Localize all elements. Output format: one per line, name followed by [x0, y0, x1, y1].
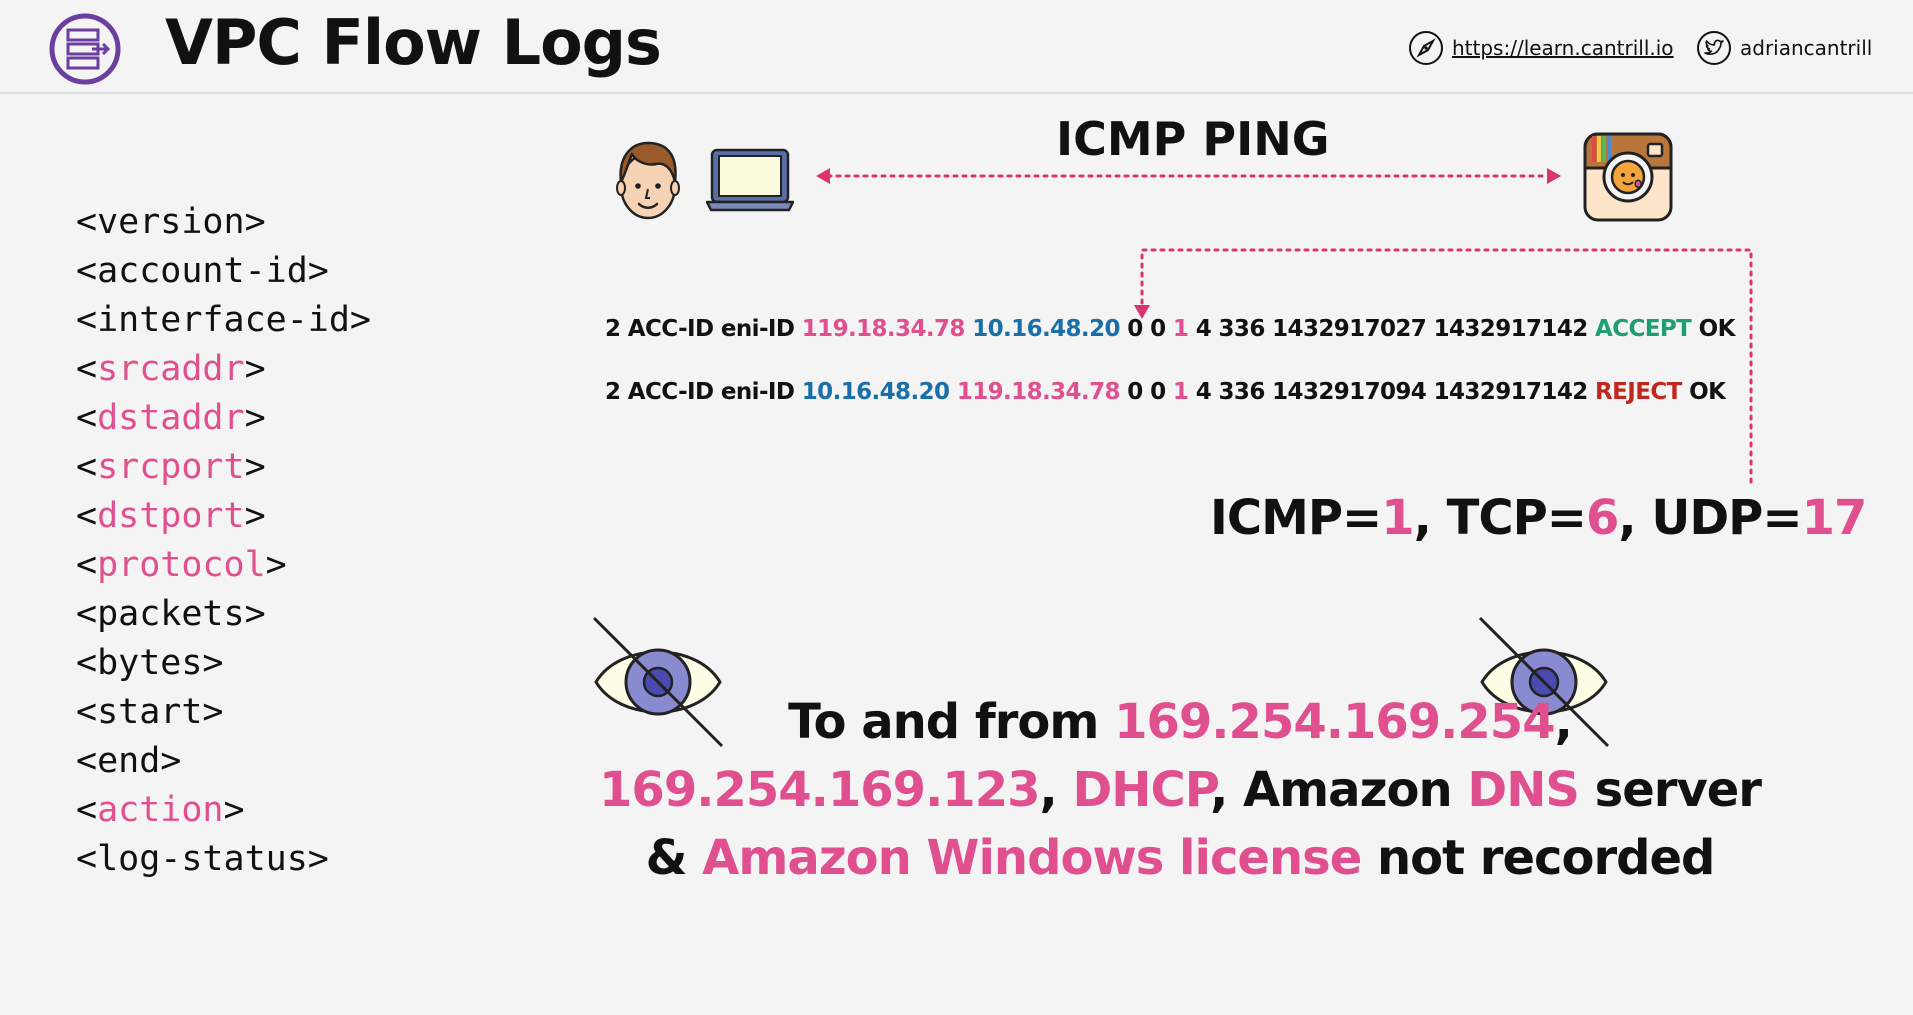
log-line-accept: 2 ACC-ID eni-ID 119.18.34.78 10.16.48.20… [605, 316, 1735, 342]
page-title: VPC Flow Logs [165, 6, 662, 79]
site-link-label[interactable]: https://learn.cantrill.io [1452, 36, 1674, 60]
field-srcaddr: <srcaddr> [76, 349, 266, 389]
log-status: OK [1681, 379, 1726, 405]
field-srcport: <srcport> [76, 447, 266, 487]
vpc-flow-logs-logo-icon [49, 13, 121, 85]
log-ports: 0 0 [1119, 316, 1173, 342]
log-protocol: 1 [1172, 316, 1189, 342]
twitter-icon [1697, 31, 1731, 65]
twitter-handle[interactable]: adriancantrill [1740, 36, 1873, 60]
log-status: OK [1691, 316, 1736, 342]
log-srcaddr: 119.18.34.78 [801, 316, 966, 342]
log-ports: 0 0 [1119, 379, 1173, 405]
flow-log-fields-list: <version> <account-id> <interface-id> <s… [76, 198, 371, 884]
log-rest: 4 336 1432917094 1432917142 [1188, 379, 1596, 405]
user-face-icon [616, 141, 680, 220]
field-account-id: <account-id> [76, 251, 329, 291]
field-action-name: action [97, 790, 224, 830]
log-prefix: 2 ACC-ID eni-ID [605, 316, 802, 342]
log-protocol: 1 [1172, 379, 1189, 405]
not-recorded-note: To and from 169.254.169.254, 169.254.169… [500, 688, 1860, 892]
log-action-accept: ACCEPT [1595, 316, 1692, 342]
field-dstport: <dstport> [76, 496, 266, 536]
log-dstaddr: 10.16.48.20 [972, 316, 1120, 342]
twitter-link[interactable]: adriancantrill [1696, 30, 1872, 66]
note-line-3: & Amazon Windows license not recorded [645, 830, 1716, 886]
field-start: <start> [76, 692, 224, 732]
laptop-icon [706, 148, 794, 212]
compass-icon [1409, 31, 1443, 65]
header: VPC Flow Logs https://learn.cantrill.io … [0, 0, 1913, 94]
note-line-2: 169.254.169.123, DHCP, Amazon DNS server [599, 762, 1762, 818]
tcp-number: 6 [1585, 490, 1619, 546]
field-end: <end> [76, 741, 182, 781]
field-interface-id: <interface-id> [76, 300, 372, 340]
field-protocol-name: protocol [97, 545, 266, 585]
udp-number: 17 [1801, 490, 1868, 546]
field-dstaddr: <dstaddr> [76, 398, 266, 438]
log-dstaddr: 119.18.34.78 [956, 379, 1121, 405]
field-srcport-name: srcport [97, 447, 245, 487]
note-line-1: To and from 169.254.169.254, [788, 694, 1573, 750]
field-protocol: <protocol> [76, 545, 287, 585]
log-srcaddr: 10.16.48.20 [801, 379, 950, 405]
log-line-reject: 2 ACC-ID eni-ID 10.16.48.20 119.18.34.78… [605, 379, 1726, 405]
protocol-numbers: ICMP=1, TCP=6, UDP=17 [1210, 490, 1868, 546]
field-bytes: <bytes> [76, 643, 224, 683]
site-link[interactable]: https://learn.cantrill.io [1408, 30, 1674, 66]
log-prefix: 2 ACC-ID eni-ID [605, 379, 802, 405]
icmp-ping-title: ICMP PING [1056, 112, 1330, 166]
field-srcaddr-name: srcaddr [97, 349, 245, 389]
log-action-reject: REJECT [1595, 379, 1682, 405]
log-rest: 4 336 1432917027 1432917142 [1188, 316, 1596, 342]
instance-camera-icon [1583, 132, 1673, 222]
icmp-number: 1 [1381, 490, 1414, 546]
field-action: <action> [76, 790, 245, 830]
field-version: <version> [76, 202, 266, 242]
eye-crossed-icon [1478, 616, 1610, 748]
eye-crossed-icon [592, 616, 724, 748]
field-dstaddr-name: dstaddr [97, 398, 245, 438]
field-packets: <packets> [76, 594, 266, 634]
field-log-status: <log-status> [76, 839, 329, 879]
field-dstport-name: dstport [97, 496, 245, 536]
